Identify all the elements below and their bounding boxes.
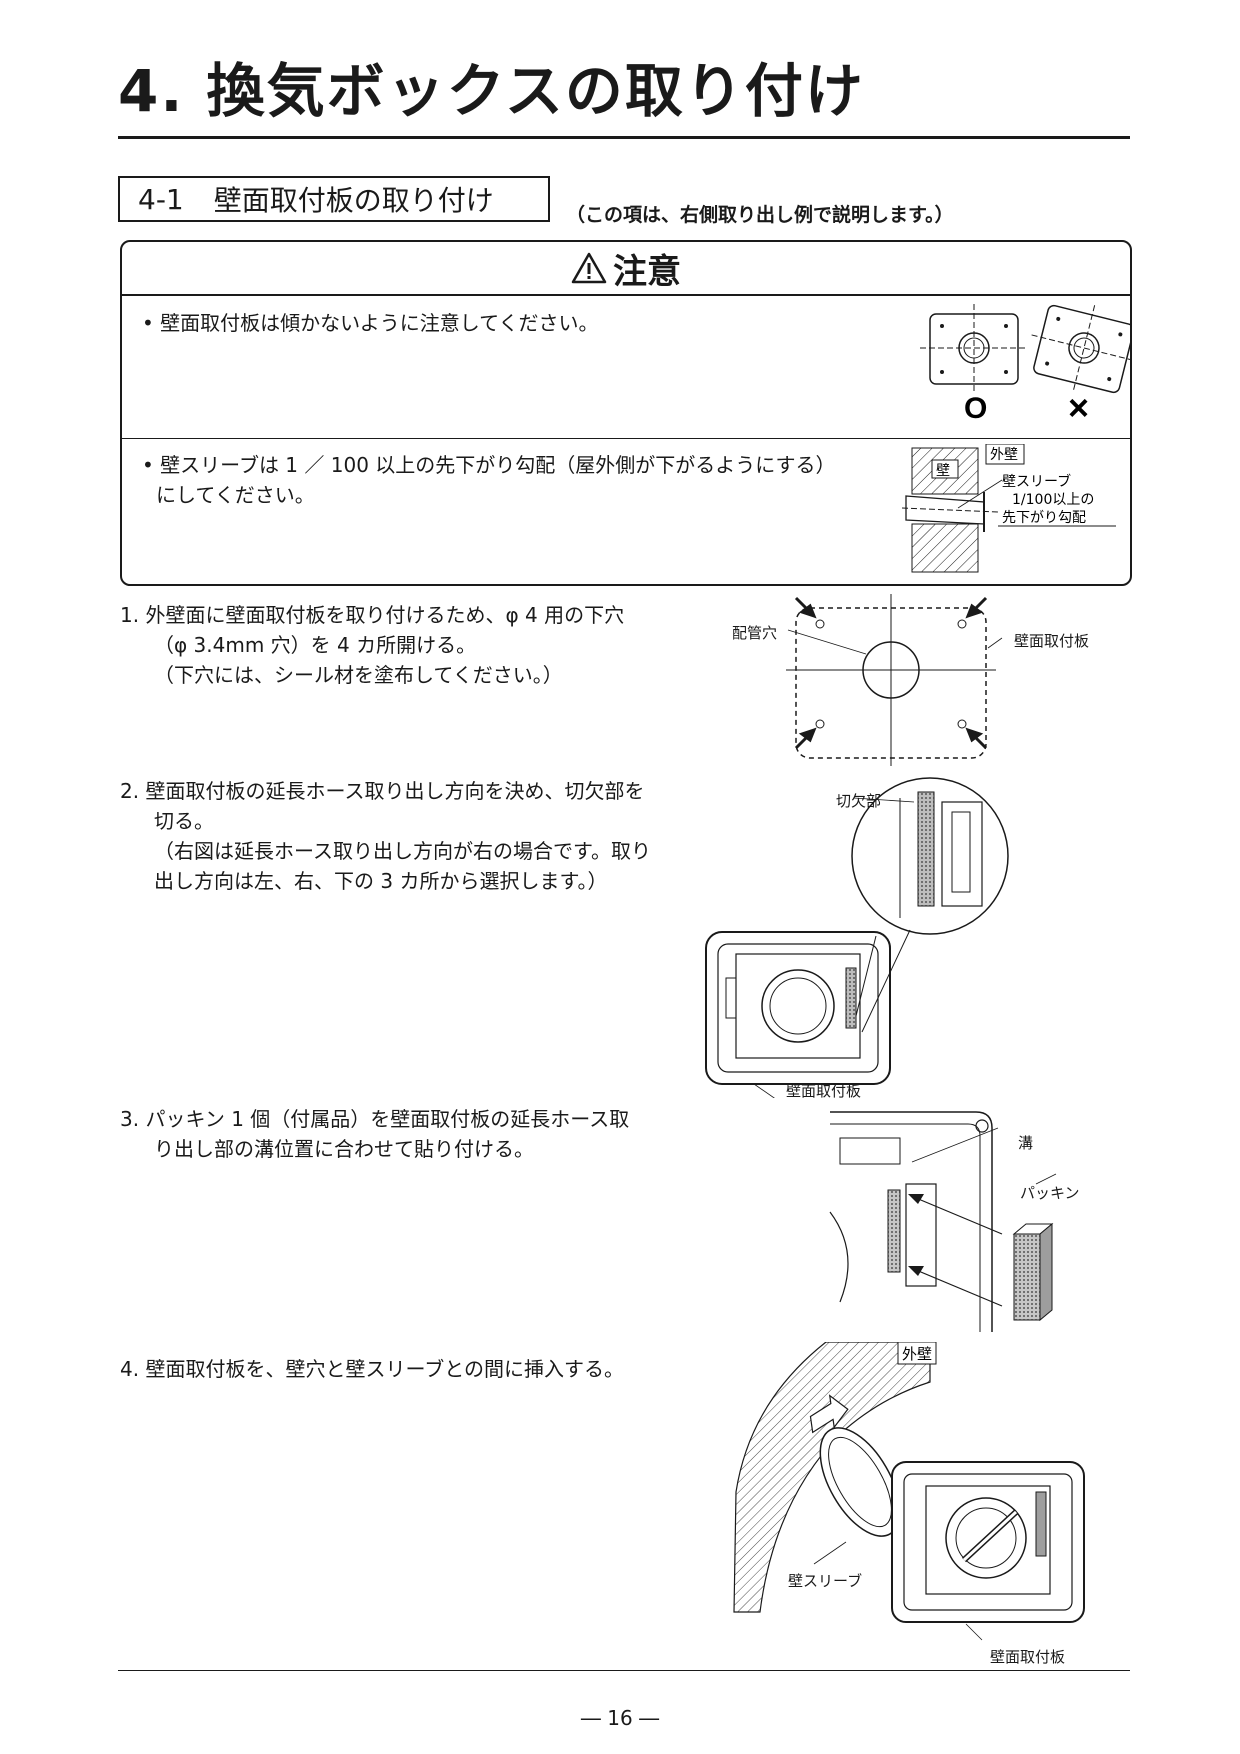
notch-label: 切欠部 <box>836 792 882 810</box>
step-2-line-4: 出し方向は左、右、下の 3 カ所から選択します。） <box>154 869 608 893</box>
insert-figure: 外壁 <box>733 1342 1085 1641</box>
step-2-line-3: （右図は延長ホース取り出し方向が右の場合です。取り <box>154 839 651 863</box>
ng-mark: × <box>1068 387 1089 426</box>
section-note: （この項は、右側取り出し例で説明します。） <box>566 204 954 226</box>
packing-figure <box>829 1111 1057 1332</box>
caution-divider <box>122 438 1130 439</box>
step-1-line-2: （φ 3.4mm 穴）を 4 カ所開ける。 <box>154 633 477 657</box>
footer-rule <box>118 1670 1130 1671</box>
notch-figure <box>705 777 1009 1098</box>
slope-figure: 壁 外壁 壁スリーブ 1/100以上の 先下がり勾配 <box>902 444 1116 573</box>
caution-item-2-line-1: • 壁スリーブは 1 ／ 100 以上の先下がり勾配（屋外側が下がるようにする） <box>142 453 836 477</box>
chapter-rule <box>118 136 1130 139</box>
caution-header: 注意 <box>122 242 1130 296</box>
sleeve-label: 壁スリーブ <box>1002 473 1071 490</box>
caution-title: 注意 <box>613 251 681 292</box>
plate-ok-drawing <box>920 304 1028 394</box>
step-1-line-1: 1. 外壁面に壁面取付板を取り付けるため、φ 4 用の下穴 <box>120 603 625 627</box>
caution-item-1: • 壁面取付板は傾かないように注意してください。 <box>142 311 599 335</box>
plate-label-1: 壁面取付板 <box>1014 632 1090 650</box>
section-heading: 4-1 壁面取付板の取り付け <box>118 176 550 222</box>
page-number: ― 16 ― <box>580 1706 660 1730</box>
caution-item-2-line-2: にしてください。 <box>156 483 315 507</box>
section-number: 4-1 <box>138 182 184 216</box>
warning-icon <box>571 252 607 284</box>
step-2-line-1: 2. 壁面取付板の延長ホース取り出し方向を決め、切欠部を <box>120 779 645 803</box>
slope-label-2: 先下がり勾配 <box>1002 510 1086 526</box>
outer-wall-label-2: 外壁 <box>902 1345 932 1363</box>
section-title: 壁面取付板の取り付け <box>213 184 494 217</box>
chapter-title: 4. 換気ボックスの取り付け <box>118 57 865 125</box>
outer-wall-label: 外壁 <box>990 447 1018 463</box>
packing-label: パッキン <box>1020 1184 1080 1202</box>
plate-holes-figure <box>786 594 1003 766</box>
plate-label-2: 壁面取付板 <box>786 1082 862 1100</box>
slope-label-1: 1/100以上の <box>1012 492 1094 508</box>
step-2-line-2: 切る。 <box>154 809 214 833</box>
step-1-line-3: （下穴には、シール材を塗布してください。） <box>154 663 563 687</box>
pipe-hole-label: 配管穴 <box>732 624 778 642</box>
plate-label-3: 壁面取付板 <box>990 1648 1066 1666</box>
step-4-line-1: 4. 壁面取付板を、壁穴と壁スリーブとの間に挿入する。 <box>120 1357 625 1381</box>
ok-mark: O <box>964 392 987 425</box>
step-3-line-1: 3. パッキン 1 個（付属品）を壁面取付板の延長ホース取 <box>120 1107 630 1131</box>
step-3-line-2: り出し部の溝位置に合わせて貼り付ける。 <box>154 1137 534 1161</box>
caution-box: 注意 • 壁面取付板は傾かないように注意してください。 O × • 壁スリーブは… <box>120 240 1132 586</box>
groove-label: 溝 <box>1018 1134 1034 1152</box>
sleeve-label-2: 壁スリーブ <box>788 1572 863 1590</box>
wall-label: 壁 <box>936 463 950 479</box>
tilt-figure: O × <box>920 304 1132 426</box>
